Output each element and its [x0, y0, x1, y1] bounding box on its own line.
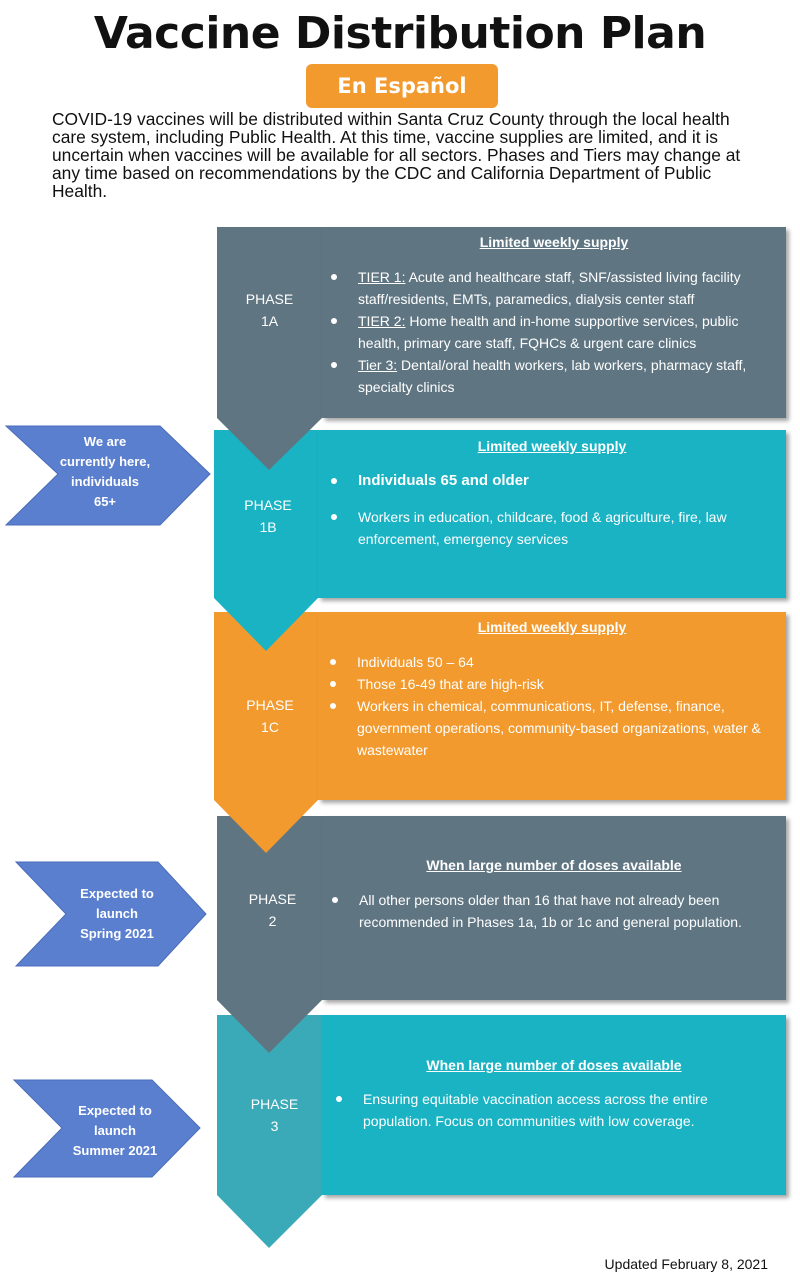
phase-1a-list: TIER 1: Acute and healthcare staff, SNF/… [331, 266, 777, 398]
phase-2-heading: When large number of doses available [426, 857, 682, 873]
side-label-spring: Expected to launch Spring 2021 [80, 886, 154, 941]
list-item: Workers in education, childcare, food & … [331, 506, 777, 550]
phase-1a-heading: Limited weekly supply [479, 234, 629, 250]
phase-label-2: PHASE 2 [248, 891, 297, 929]
phase-2-list: All other persons older than 16 that hav… [332, 889, 778, 933]
phase-1b-list: Individuals 65 and older Workers in educ… [331, 470, 777, 550]
list-item: Workers in chemical, communications, IT,… [330, 695, 776, 761]
phase-3-list: Ensuring equitable vaccination access ac… [336, 1088, 776, 1132]
list-item: Individuals 50 – 64 [330, 651, 776, 673]
chevron-phase-2 [217, 816, 322, 1053]
phase-label-1b: PHASE 1B [244, 497, 292, 535]
side-label-current: We are currently here, individuals 65+ [59, 434, 151, 509]
phase-1c-list: Individuals 50 – 64 Those 16-49 that are… [330, 651, 776, 761]
phase-1c-heading: Limited weekly supply [477, 619, 627, 635]
phase-3-box: When large number of doses available Ens… [322, 1015, 786, 1195]
phase-label-1c: PHASE 1C [246, 697, 294, 735]
intro-paragraph: COVID-19 vaccines will be distributed wi… [52, 109, 741, 201]
list-item: TIER 1: Acute and healthcare staff, SNF/… [331, 266, 777, 310]
chevron-phase-1b [214, 430, 318, 651]
phase-label-3: PHASE 3 [250, 1096, 299, 1134]
chevron-phase-1c [214, 612, 318, 853]
phase-1c-box: Limited weekly supply Individuals 50 – 6… [318, 612, 786, 800]
list-item: TIER 2: Home health and in-home supporti… [331, 310, 777, 354]
side-arrow-summer [12, 1079, 201, 1178]
list-item: Tier 3: Dental/oral health workers, lab … [331, 354, 777, 398]
phase-1b-heading: Limited weekly supply [477, 438, 627, 454]
phase-label-1a: PHASE 1A [245, 291, 294, 329]
list-item: Those 16-49 that are high-risk [330, 673, 776, 695]
side-label-summer: Expected to launch Summer 2021 [72, 1103, 158, 1158]
phase-1a-box: Limited weekly supply TIER 1: Acute and … [322, 227, 786, 418]
phase-3-heading: When large number of doses available [426, 1057, 682, 1073]
side-arrow-spring [14, 861, 207, 967]
en-espanol-button[interactable]: En Español [306, 64, 498, 108]
list-item: All other persons older than 16 that hav… [332, 889, 778, 933]
phase-1b-box: Limited weekly supply Individuals 65 and… [318, 430, 786, 598]
chevron-phase-1a [217, 227, 322, 470]
updated-date: Updated February 8, 2021 [604, 1256, 768, 1272]
list-item: Ensuring equitable vaccination access ac… [336, 1088, 776, 1132]
side-arrow-current [4, 425, 211, 526]
chevron-phase-3 [217, 1015, 322, 1248]
page-title: Vaccine Distribution Plan [93, 8, 707, 59]
phase-2-box: When large number of doses available All… [322, 816, 786, 1000]
list-item: Individuals 65 and older [331, 470, 777, 492]
